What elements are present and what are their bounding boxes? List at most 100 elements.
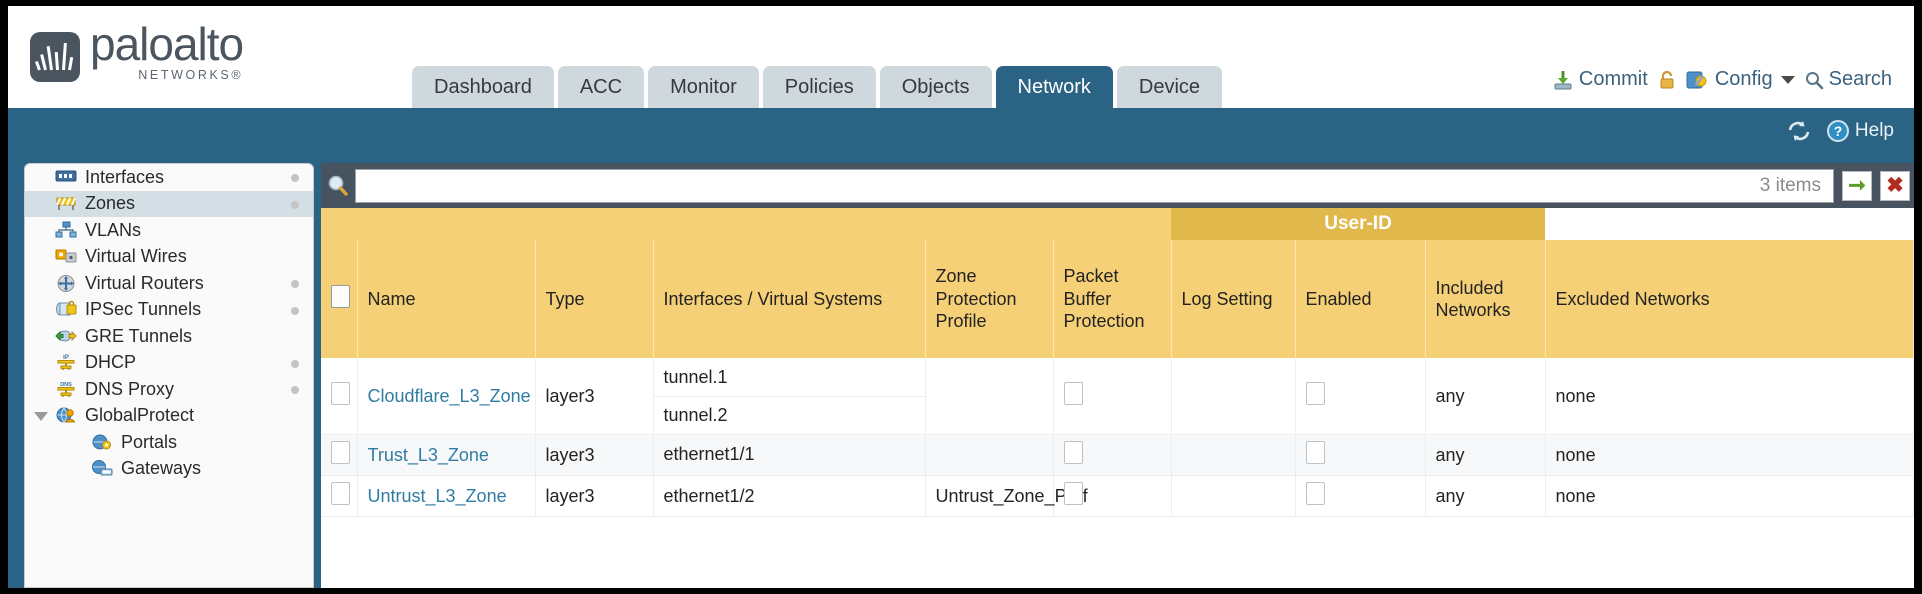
virtual-routers-icon — [55, 274, 77, 293]
gateways-icon — [91, 459, 113, 478]
table-header-row: Name Type Interfaces / Virtual Systems Z… — [321, 240, 1914, 358]
cell-type: layer3 — [535, 475, 654, 517]
tab-monitor[interactable]: Monitor — [648, 66, 759, 108]
cell-zone-protection: Untrust_Zone_Prof — [925, 475, 1088, 517]
column-header-log-setting[interactable]: Log Setting — [1171, 240, 1296, 358]
sidebar-label: GlobalProtect — [85, 405, 195, 426]
config-label: Config — [1714, 68, 1773, 90]
status-dot — [291, 359, 299, 368]
chevron-down-icon — [1780, 75, 1795, 84]
sidebar-item-virtual-wires[interactable]: Virtual Wires — [25, 244, 313, 271]
row-checkbox[interactable] — [331, 482, 350, 505]
column-header-type[interactable]: Type — [535, 240, 654, 358]
tab-network[interactable]: Network — [995, 66, 1113, 108]
userid-enabled-checkbox[interactable] — [1305, 382, 1325, 405]
table-row[interactable]: Trust_L3_Zone layer3 ethernet1/1 any non… — [321, 434, 1914, 476]
column-header-packet-buffer[interactable]: Packet Buffer Protection — [1053, 240, 1172, 358]
sidebar-label: Virtual Wires — [85, 246, 187, 267]
cell-type: layer3 — [535, 434, 654, 476]
sidebar-item-dhcp[interactable]: IP DHCP — [25, 350, 313, 377]
sidebar-label: DHCP — [85, 352, 137, 373]
cell-name[interactable]: Untrust_L3_Zone — [357, 475, 536, 517]
clear-filter-button[interactable]: ✖ — [1880, 170, 1910, 201]
zone-name-link[interactable]: Untrust_L3_Zone — [367, 485, 507, 506]
tab-device[interactable]: Device — [1116, 66, 1223, 108]
sidebar-item-gateways[interactable]: Gateways — [25, 456, 313, 483]
green-arrow-icon: ➞ — [1848, 174, 1866, 197]
paloalto-logo-icon — [30, 32, 80, 83]
cell-packet-buffer[interactable] — [1053, 434, 1172, 476]
cell-name[interactable]: Trust_L3_Zone — [357, 434, 536, 476]
column-header-userid-enabled[interactable]: Enabled — [1295, 240, 1426, 358]
interfaces-icon — [55, 168, 77, 187]
cell-name[interactable]: Cloudflare_L3_Zone — [357, 358, 536, 435]
status-dot — [291, 200, 299, 209]
cell-userid-enabled[interactable] — [1295, 434, 1426, 476]
collapse-triangle-icon[interactable] — [34, 411, 48, 421]
config-menu[interactable]: Config — [1686, 68, 1795, 91]
zone-name-link[interactable]: Cloudflare_L3_Zone — [367, 385, 531, 406]
cell-userid-enabled[interactable] — [1295, 475, 1426, 517]
sidebar-item-zones[interactable]: Zones — [25, 190, 313, 217]
commit-button[interactable]: Commit — [1552, 68, 1648, 91]
sidebar-label: Virtual Routers — [85, 272, 204, 293]
table-row[interactable]: Cloudflare_L3_Zone layer3 tunnel.1 tunne… — [321, 358, 1914, 435]
row-checkbox[interactable] — [331, 441, 350, 464]
row-select-cell[interactable] — [321, 358, 358, 435]
select-all-header[interactable] — [321, 240, 358, 358]
search-label: Search — [1828, 68, 1892, 90]
cell-interfaces: ethernet1/2 — [653, 475, 926, 517]
tab-policies[interactable]: Policies — [762, 66, 876, 108]
tab-objects[interactable]: Objects — [879, 66, 992, 108]
tab-acc[interactable]: ACC — [557, 66, 645, 108]
apply-filter-button[interactable]: ➞ — [1842, 170, 1872, 201]
sidebar-item-interfaces[interactable]: Interfaces — [25, 164, 313, 191]
column-header-interfaces[interactable]: Interfaces / Virtual Systems — [653, 240, 926, 358]
column-header-excluded-networks[interactable]: Excluded Networks — [1545, 240, 1914, 358]
cell-packet-buffer[interactable] — [1053, 358, 1172, 435]
row-select-cell[interactable] — [321, 475, 358, 517]
sidebar-item-globalprotect[interactable]: GlobalProtect — [25, 403, 313, 430]
refresh-icon[interactable] — [1786, 119, 1812, 143]
red-x-icon: ✖ — [1886, 174, 1904, 197]
packet-buffer-checkbox[interactable] — [1063, 441, 1083, 464]
sidebar-item-portals[interactable]: Portals — [25, 429, 313, 456]
interface-entry: tunnel.1 — [663, 366, 728, 387]
sidebar-label: VLANs — [85, 219, 142, 240]
portals-icon — [91, 433, 113, 452]
svg-text:IP: IP — [63, 355, 69, 361]
row-select-cell[interactable] — [321, 434, 358, 476]
sidebar-item-virtual-routers[interactable]: Virtual Routers — [25, 270, 313, 297]
search-input[interactable]: 3 items — [355, 168, 1834, 203]
sidebar-item-gre-tunnels[interactable]: GRE Tunnels — [25, 323, 313, 350]
tab-dashboard[interactable]: Dashboard — [412, 66, 554, 108]
column-header-zone-protection[interactable]: Zone Protection Profile — [925, 240, 1054, 358]
packet-buffer-checkbox[interactable] — [1063, 382, 1083, 405]
status-dot — [291, 174, 299, 182]
row-checkbox[interactable] — [331, 382, 350, 405]
sidebar-item-dns-proxy[interactable]: DNS DNS Proxy — [25, 376, 313, 403]
packet-buffer-checkbox[interactable] — [1063, 482, 1083, 505]
sidebar-item-vlans[interactable]: VLANs — [25, 217, 313, 244]
help-button[interactable]: ? Help — [1826, 119, 1894, 143]
select-all-checkbox[interactable] — [331, 284, 350, 308]
help-label: Help — [1854, 120, 1894, 141]
userid-enabled-checkbox[interactable] — [1305, 441, 1325, 464]
sidebar-item-ipsec-tunnels[interactable]: IPSec Tunnels — [25, 297, 313, 324]
cell-packet-buffer[interactable] — [1053, 475, 1172, 517]
cell-included-networks: any — [1425, 358, 1546, 435]
zone-name-link[interactable]: Trust_L3_Zone — [367, 444, 489, 465]
column-header-name[interactable]: Name — [357, 240, 536, 358]
padlock-icon[interactable] — [1657, 69, 1677, 91]
userid-enabled-checkbox[interactable] — [1305, 482, 1325, 505]
cell-included-networks: any — [1425, 475, 1546, 517]
table-row[interactable]: Untrust_L3_Zone layer3 ethernet1/2 Untru… — [321, 475, 1914, 517]
cell-userid-enabled[interactable] — [1295, 358, 1426, 435]
cell-log-setting — [1171, 358, 1296, 435]
dns-proxy-icon: DNS — [55, 380, 77, 399]
cell-excluded-networks: none — [1545, 475, 1914, 517]
cell-excluded-networks: none — [1545, 358, 1914, 435]
cell-log-setting — [1171, 475, 1296, 517]
column-header-included-networks[interactable]: Included Networks — [1425, 240, 1546, 358]
search-button[interactable]: Search — [1804, 68, 1892, 91]
